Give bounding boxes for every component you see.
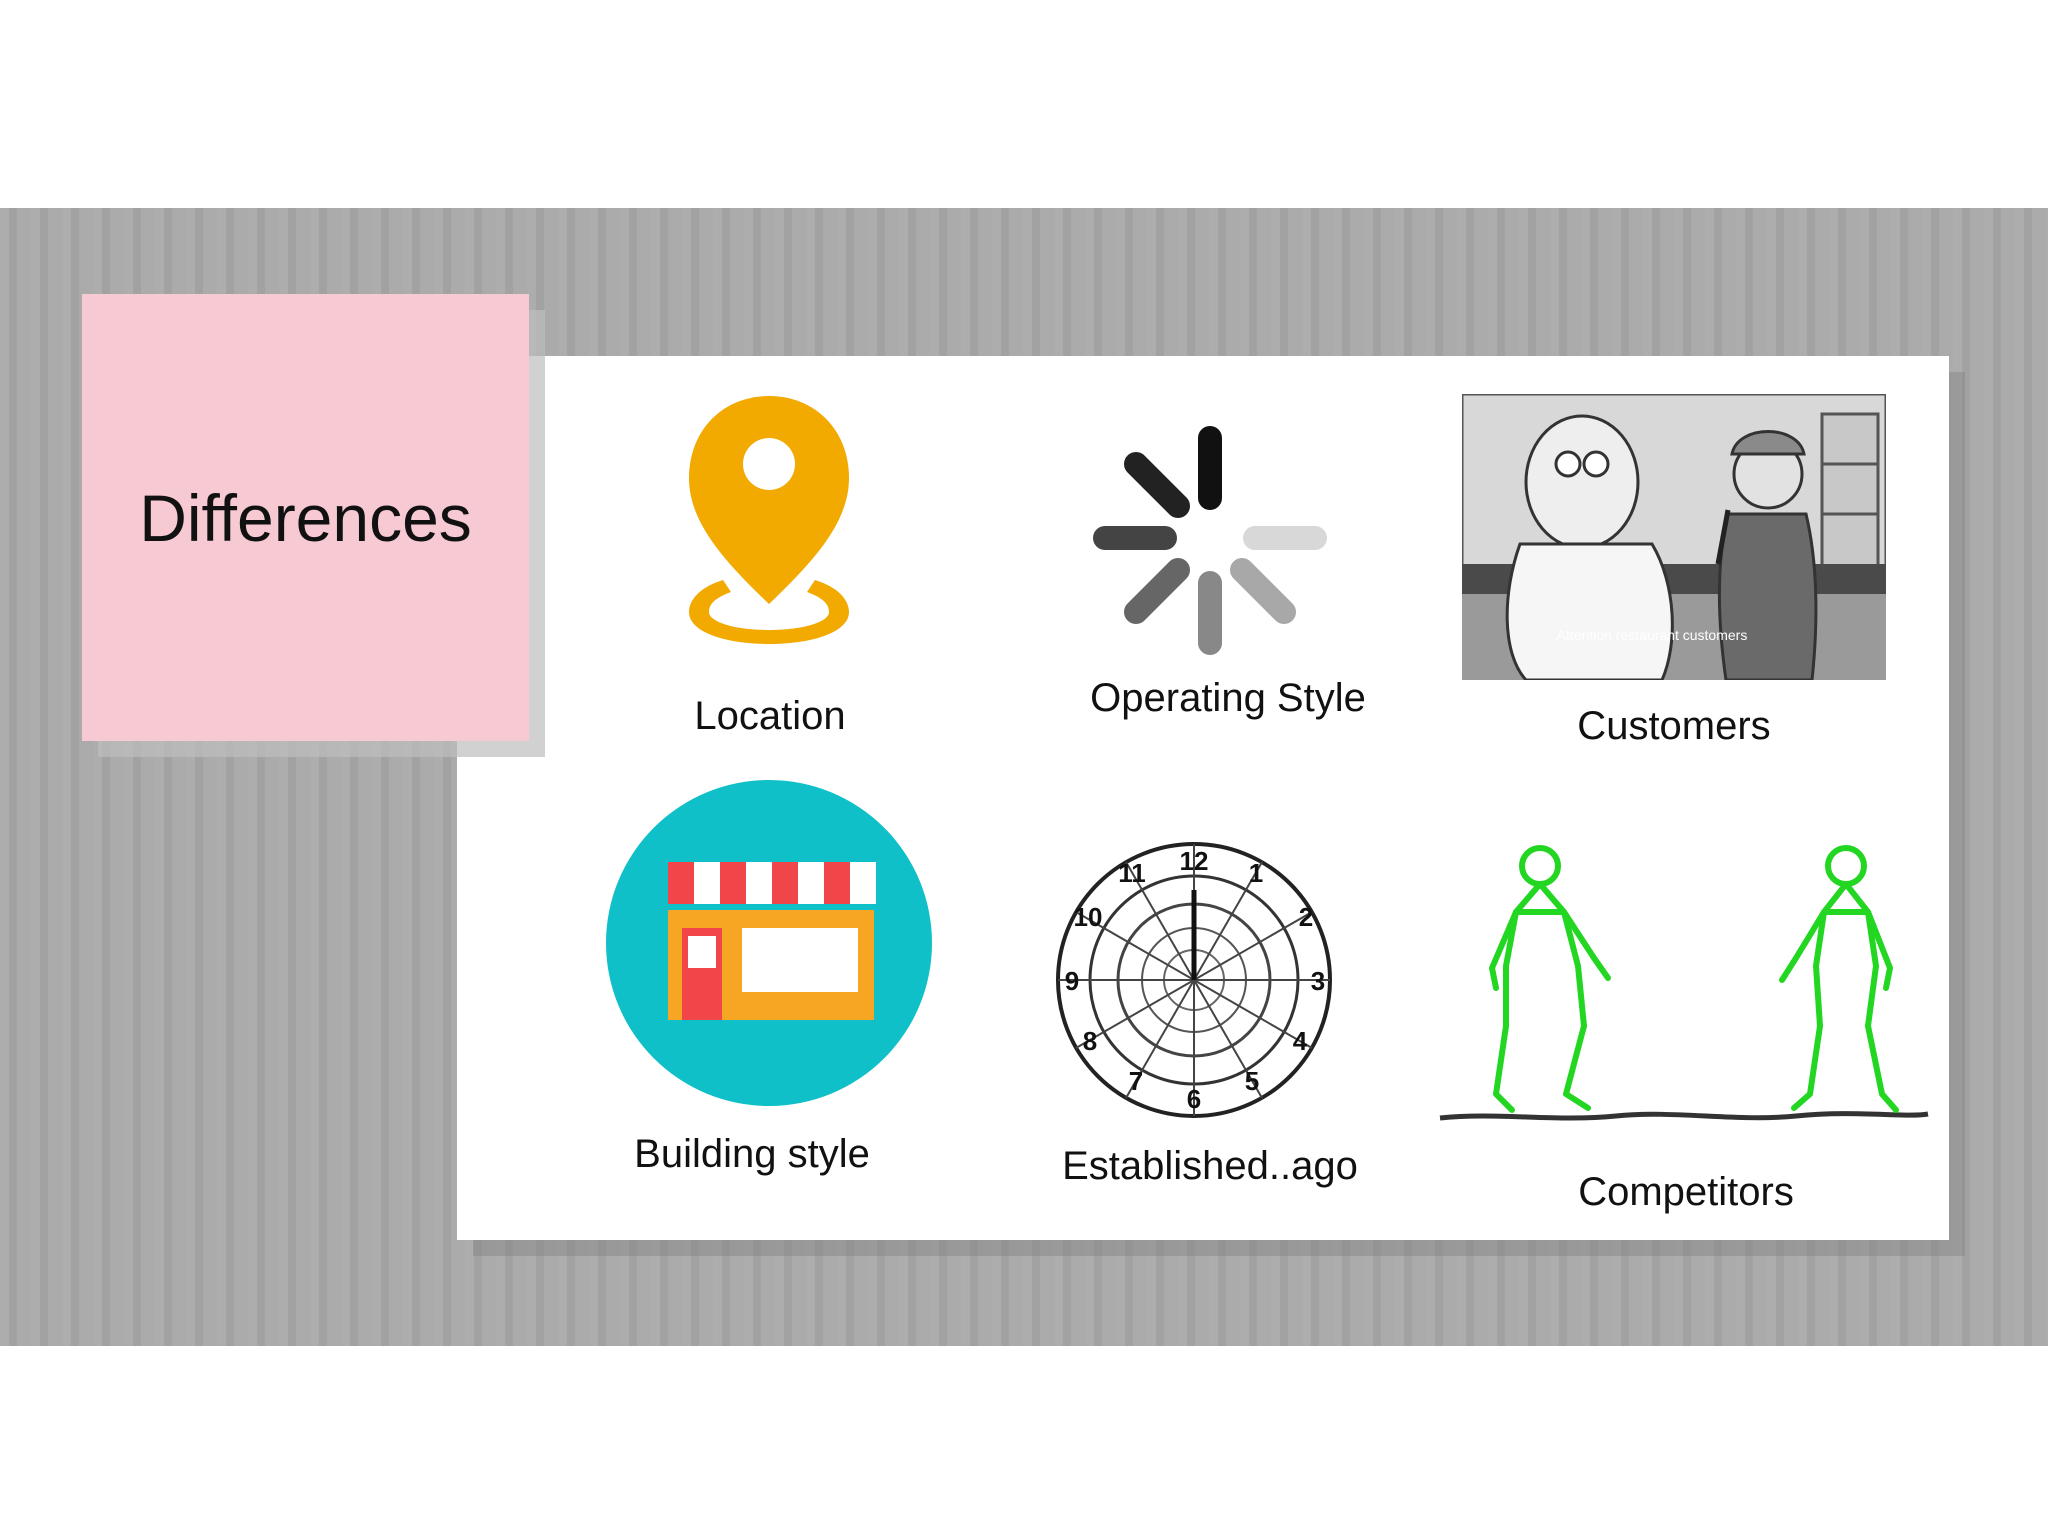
cartoon-scene-image: Attention restaurant customers [1462,394,1886,680]
storefront-icon [606,780,932,1106]
stick-figures-image [1439,845,1929,1121]
title-box: Differences [82,294,529,741]
svg-text:9: 9 [1065,966,1079,996]
label-operating-style: Operating Style [1090,676,1366,720]
customers-caption: Attention restaurant customers [1557,627,1748,643]
svg-text:12: 12 [1180,846,1209,876]
clock-spiral-icon: 12 1 2 3 4 5 6 7 8 9 10 11 [1056,842,1332,1118]
label-customers: Customers [1577,704,1771,748]
svg-text:11: 11 [1118,858,1146,888]
location-pin-icon [689,396,849,644]
label-location: Location [694,694,846,738]
svg-text:7: 7 [1129,1066,1143,1096]
svg-text:4: 4 [1293,1026,1308,1056]
svg-text:5: 5 [1245,1066,1259,1096]
loading-spinner-icon [1093,426,1327,655]
svg-text:8: 8 [1083,1026,1097,1056]
svg-text:3: 3 [1311,966,1325,996]
svg-text:10: 10 [1074,902,1103,932]
svg-text:6: 6 [1187,1084,1201,1114]
slide-title: Differences [139,480,472,555]
svg-text:2: 2 [1299,902,1313,932]
svg-text:1: 1 [1249,858,1263,888]
label-competitors: Competitors [1578,1170,1794,1214]
label-established: Established..ago [1062,1144,1358,1188]
label-building-style: Building style [634,1132,870,1176]
